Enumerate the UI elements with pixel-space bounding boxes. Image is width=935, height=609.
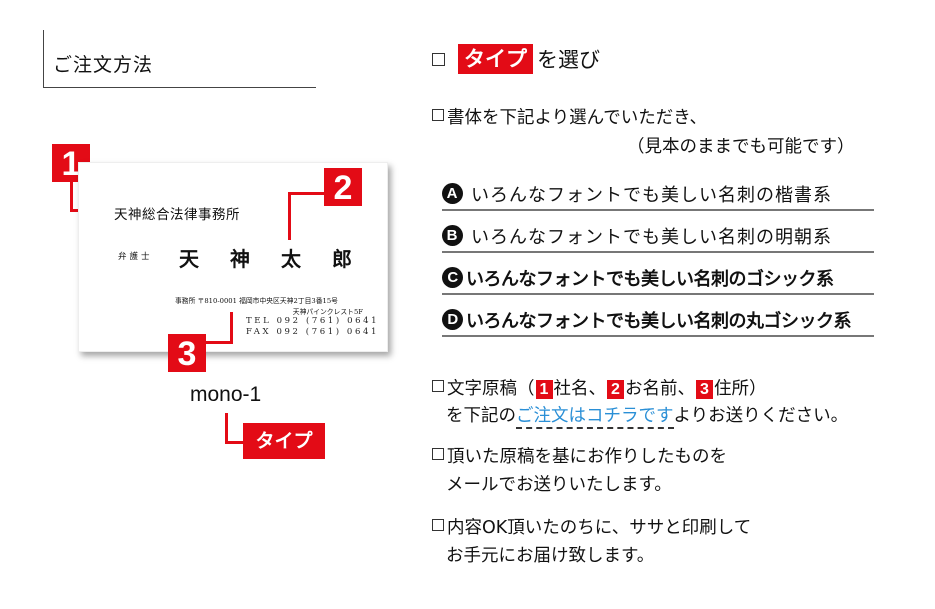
marker-2-inline: 2 [607,380,624,399]
step3-company: 社名、 [553,379,607,399]
step4-line1: 頂いた原稿を基にお作りしたものを [447,447,727,467]
step3-address: 住所） [714,379,767,399]
step1-text: を選び [537,48,600,72]
type-badge: タイプ [243,423,325,459]
font-option-label: いろんなフォントでも美しい名刺の丸ゴシック系 [466,310,852,332]
checkbox-icon [432,109,444,121]
checkbox-icon [432,380,444,392]
font-option-a[interactable]: A いろんなフォントでも美しい名刺の楷書系 [442,178,874,211]
letter-a-icon: A [442,183,463,204]
font-option-b[interactable]: B いろんなフォントでも美しい名刺の明朝系 [442,220,874,253]
card-address-line1: 事務所 〒810-0001 福岡市中央区天神2丁目3番15号 [175,297,338,305]
step5-line1: 内容OK頂いたのちに、ササと印刷して [447,518,752,538]
section-title: ご注文方法 [53,54,154,76]
font-option-label: いろんなフォントでも美しい名刺の明朝系 [471,226,832,248]
font-option-label: いろんなフォントでも美しい名刺の楷書系 [471,184,832,206]
business-card-sample: 天神総合法律事務所 弁護士 天神太郎 事務所 〒810-0001 福岡市中央区天… [78,162,388,352]
type-leader-line [225,413,228,444]
checkbox-icon [432,448,444,460]
step-choose-type: タイプ を選び [432,44,600,74]
card-company: 天神総合法律事務所 [114,207,240,223]
step-print: 内容OK頂いたのちに、ササと印刷して [432,514,751,539]
type-badge-inline: タイプ [458,44,533,74]
marker-3-line [206,341,233,344]
step2-line2: （見本のままでも可能です） [627,137,855,157]
letter-c-icon: C [442,267,463,288]
letter-d-icon: D [442,309,463,330]
card-title: 弁護士 [118,252,153,262]
type-name: mono-1 [190,383,262,406]
step5-line2: お手元にお届け致します。 [446,546,655,566]
checkbox-icon [432,52,445,66]
font-option-c[interactable]: C いろんなフォントでも美しい名刺のゴシック系 [442,262,874,295]
marker-3-inline: 3 [696,380,713,399]
card-fax: FAX 092 (761) 0641 [246,327,379,337]
marker-3-badge: 3 [168,334,206,373]
marker-3-line [230,312,233,344]
font-option-label: いろんなフォントでも美しい名刺のゴシック系 [466,268,834,290]
step-choose-font: 書体を下記より選んでいただき、 [432,104,707,129]
order-link[interactable]: ご注文はコチラです [516,406,674,429]
step4-line2: メールでお送りいたします。 [446,475,672,495]
font-option-d[interactable]: D いろんなフォントでも美しい名刺の丸ゴシック系 [442,304,874,337]
step3-line2-suffix: よりお送りください。 [673,406,849,426]
step2-line1: 書体を下記より選んでいただき、 [447,108,708,128]
card-address-line2: 天神パインクレスト5F [292,308,363,316]
marker-1-line [70,182,73,212]
checkbox-icon [432,519,444,531]
step3-line2: を下記のご注文はコチラですよりお送りください。 [446,402,849,429]
marker-1-inline: 1 [535,380,553,399]
marker-2-line [288,192,291,240]
step-proof: 頂いた原稿を基にお作りしたものを [432,443,727,468]
step3-line2-prefix: を下記の [446,406,516,426]
type-leader-line [225,441,245,444]
card-tel: TEL 092 (761) 0641 [246,316,380,326]
step3-name: お名前、 [625,379,695,399]
letter-b-icon: B [442,225,463,246]
card-name: 天神太郎 [179,247,383,271]
marker-2-line [288,192,324,195]
step3-prefix: 文字原稿（ [447,379,535,399]
marker-2-badge: 2 [324,168,362,207]
section-heading: ご注文方法 [43,30,316,88]
